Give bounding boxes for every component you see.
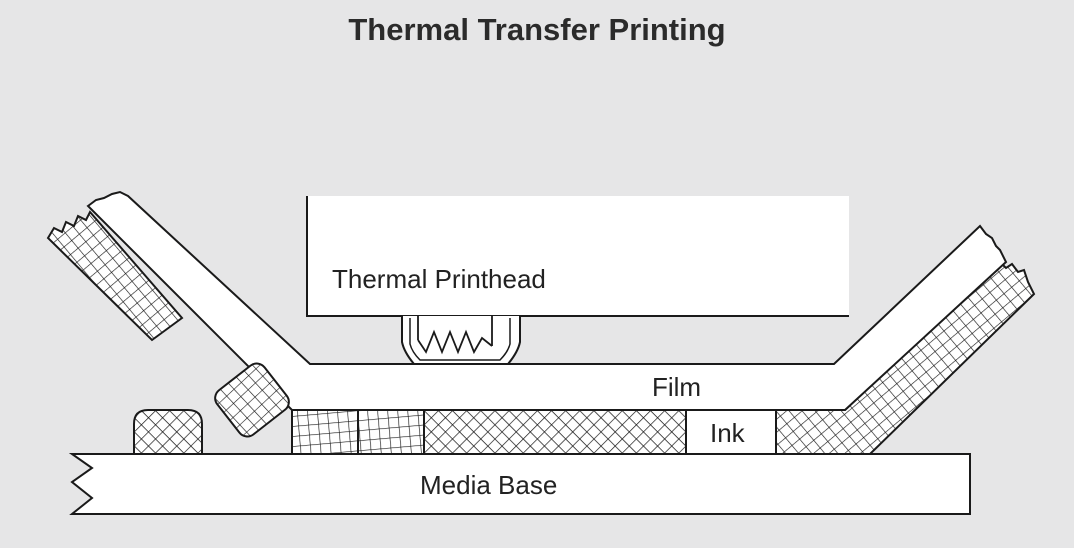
- ink-layer-segment-3: [423, 409, 687, 455]
- film-ribbon: [86, 190, 1008, 411]
- diagram-title: Thermal Transfer Printing: [348, 12, 726, 47]
- media-base-label: Media Base: [420, 470, 557, 500]
- thermal-printhead: [307, 196, 849, 316]
- ink-box: [685, 409, 777, 455]
- media-base: [68, 453, 971, 515]
- ink-layer-segment-2: [357, 409, 425, 455]
- printhead-label: Thermal Printhead: [332, 264, 546, 294]
- left-ink-ribbon: [46, 210, 184, 342]
- ink-label: Ink: [710, 418, 746, 448]
- film-label: Film: [652, 372, 701, 402]
- ink-piece-on-media: [133, 409, 203, 455]
- ink-layer-segment-1: [291, 409, 359, 455]
- heating-element: [401, 316, 521, 365]
- peeled-ink-piece: [214, 362, 290, 438]
